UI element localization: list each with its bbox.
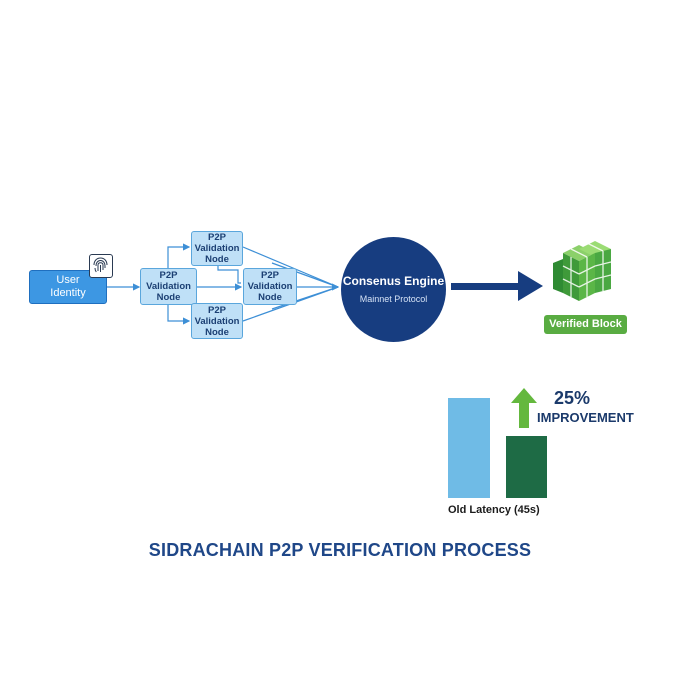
edge-top-engine-2 [271, 262, 339, 288]
validation-node-right-label: P2P Validation Node [247, 270, 293, 303]
engine-title: Consenus Engine [342, 274, 445, 288]
engine-subtitle: Mainnet Protocol [359, 294, 428, 304]
old-latency-bar [448, 398, 490, 498]
arrow-right-icon [451, 271, 543, 301]
validation-node-1-label: P2P Validation Node [146, 270, 191, 303]
validation-node-top-label: P2P Validation Node [194, 232, 240, 265]
edge-node1-top [167, 243, 191, 268]
edge-top-right [217, 266, 241, 284]
validation-node-bottom-label: P2P Validation Node [194, 304, 240, 338]
improvement-label: IMPROVEMENT [537, 410, 634, 425]
arrow-up-icon [511, 388, 537, 428]
user-identity-label: User Identity [50, 274, 86, 299]
validation-node-1: P2P Validation Node [140, 268, 197, 305]
validation-node-bottom: P2P Validation Node [191, 303, 243, 339]
new-latency-bar [506, 436, 547, 498]
consensus-engine: Consenus Engine Mainnet Protocol [341, 237, 446, 342]
edge-node1-bottom [167, 305, 191, 325]
validation-node-right: P2P Validation Node [243, 268, 297, 305]
page-title: SIDRACHAIN P2P VERIFICATION PROCESS [148, 540, 532, 560]
old-latency-label: Old Latency (45s) [448, 504, 540, 516]
validation-node-top: P2P Validation Node [191, 231, 243, 266]
green-cube-icon [553, 241, 612, 301]
fingerprint-icon [89, 254, 113, 278]
edge-top-engine [242, 246, 339, 288]
verified-block-badge: Verified Block [544, 315, 627, 334]
edge-bottom-engine-2 [271, 286, 339, 310]
improvement-percent: 25% [554, 388, 591, 408]
